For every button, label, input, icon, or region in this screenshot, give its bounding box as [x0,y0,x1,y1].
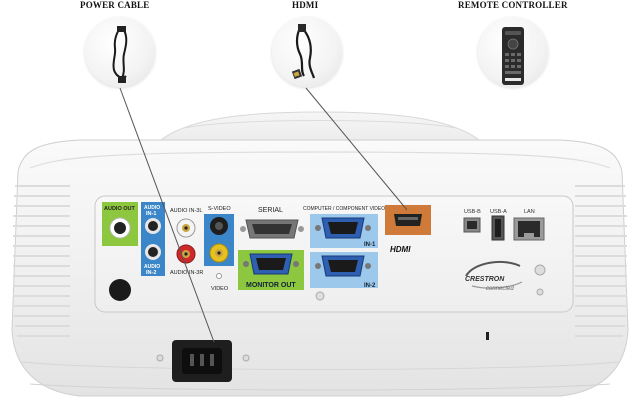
audio-in2-label-b: IN-2 [146,270,156,276]
computer-in1-vga-port [315,217,371,239]
remote-controller-label: REMOTE CONTROLLER [458,0,568,10]
crestron-connected-logo [465,260,523,289]
kensington-slot [486,332,489,340]
rca-audio-right-jack [176,244,196,264]
power-inlet [156,340,250,382]
usb-a-label: USB-A [490,209,507,215]
audio-out-port [102,202,138,246]
svideo-label: S-VIDEO [208,206,231,212]
power-cable-label: POWER CABLE [80,0,150,10]
audio-in-1-2-ports [141,202,165,276]
audio-in1-label-a: AUDIO [144,205,160,211]
lan-label: LAN [524,209,535,215]
hdmi-cable-icon [291,24,316,80]
computer-component-label: COMPUTER / COMPONENT VIDEO [303,206,385,212]
computer-in1-label: IN-1 [364,242,376,248]
serial-label: SERIAL [258,207,283,214]
lan-port [513,217,545,241]
rca-audio-left-jack [176,218,196,238]
power-cable-leader-line [119,87,215,343]
crestron-connected-label: connected [486,286,514,292]
hdmi-cable-thumb [272,17,342,87]
monitor-out-port [238,250,304,290]
hdmi-label: HDMI [292,0,319,10]
audio-in1-label-b: IN-1 [146,211,156,217]
audio-in3r-label: AUDIO IN-3R [170,270,203,276]
computer-in2-vga-port [315,255,371,277]
audio-in2-label-a: AUDIO [144,264,160,270]
usb-a-port [491,215,505,241]
hdmi-port [385,205,431,235]
computer-in2-label: IN-2 [364,283,376,289]
crestron-label: CRESTRON [465,276,505,283]
monitor-out-label: MONITOR OUT [246,282,296,289]
video-label: VIDEO [211,286,229,292]
usb-b-label: USB-B [464,209,481,215]
audio-out-label: AUDIO OUT [104,206,136,212]
video-rca-jack [209,243,229,263]
svideo-port [210,217,228,235]
hdmi-port-label: HDMI [390,245,411,254]
power-cable-icon [112,26,128,83]
round-port [109,279,131,301]
usb-b-port [463,217,481,233]
hdmi-leader-line [305,87,408,211]
video-indicator [216,273,222,279]
panel-screw [536,288,544,296]
panel-screw [315,291,325,301]
panel-screw [534,264,546,276]
audio-in3l-label: AUDIO IN-3L [170,208,202,214]
remote-controller-icon [502,27,524,85]
serial-port [240,219,304,239]
